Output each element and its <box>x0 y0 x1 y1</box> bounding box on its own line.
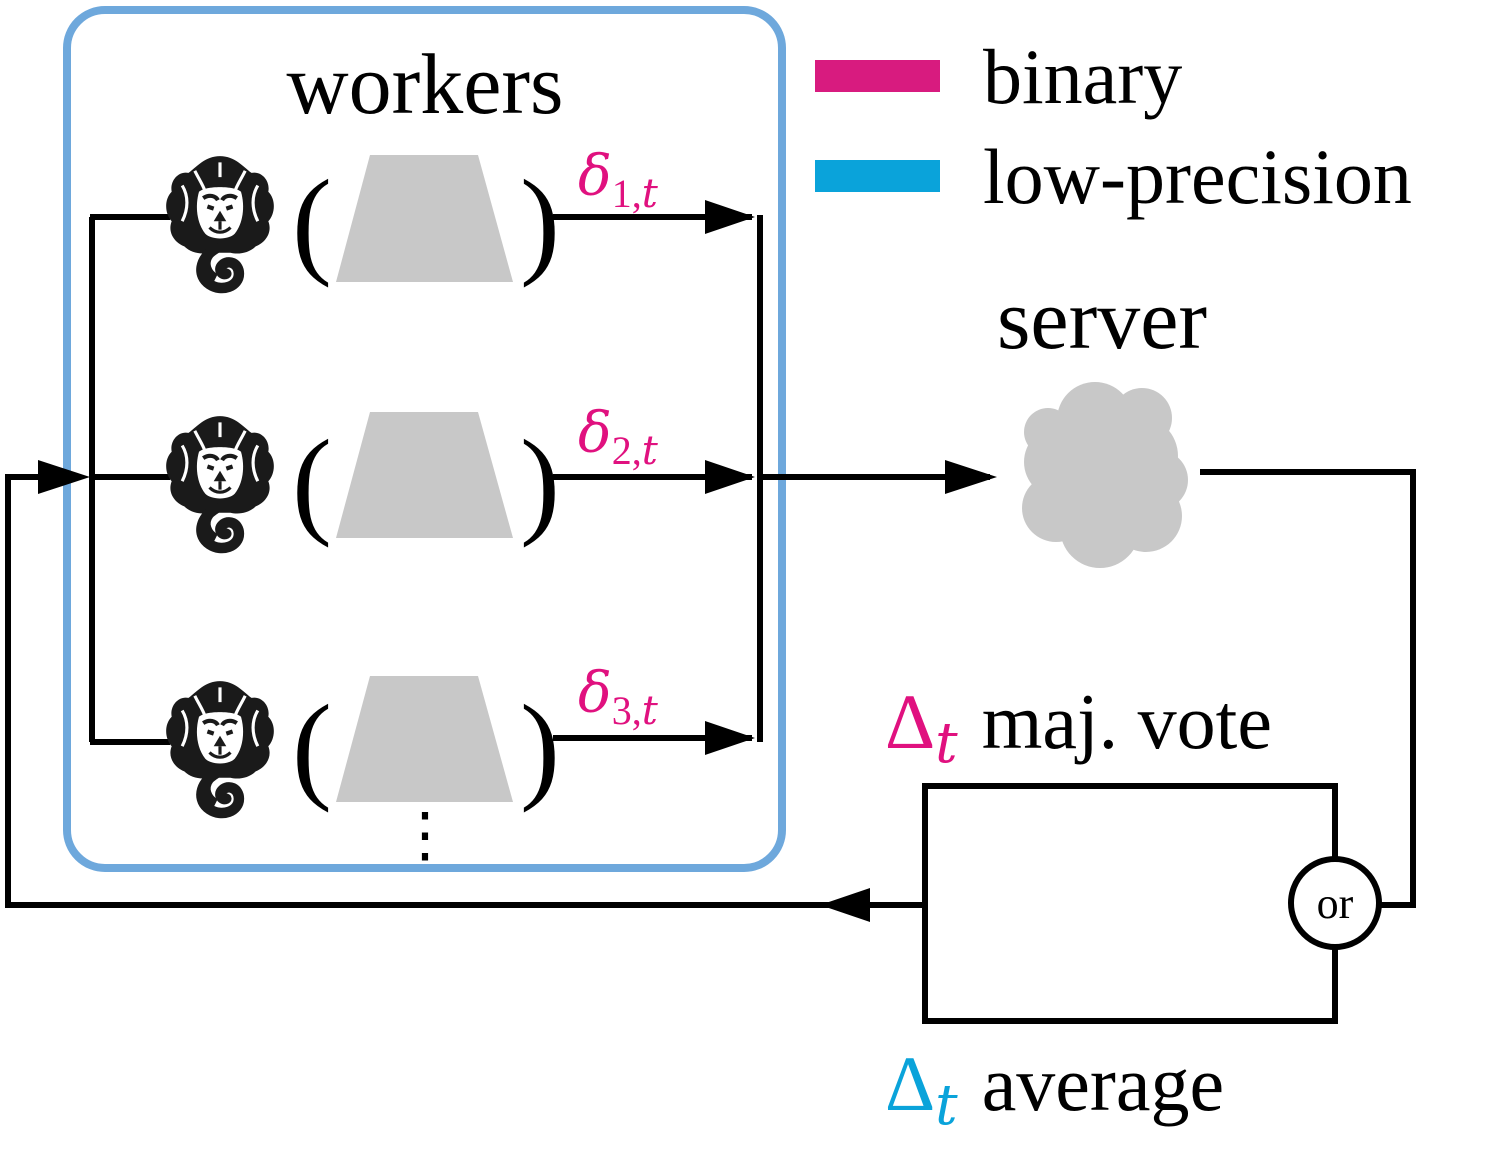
server-label: server <box>997 271 1207 367</box>
worker-2-arrowhead <box>705 460 755 494</box>
cloud-icon <box>1022 382 1188 568</box>
legend-swatch-binary <box>815 60 940 92</box>
lion-icon <box>166 681 274 813</box>
workers-box <box>63 6 786 872</box>
legend-swatch-low-precision <box>815 160 940 192</box>
worker-3-arrowhead <box>705 721 755 755</box>
worker-row-1: ( ) δ1,t <box>166 144 755 288</box>
close-paren: ) <box>520 155 560 288</box>
model-trapezoid <box>336 412 513 538</box>
server-output-line <box>1200 469 1416 908</box>
legend-label-binary: binary <box>983 33 1182 120</box>
worker-row-2: ( ) δ2,t <box>166 401 755 548</box>
lion-icon <box>166 416 274 548</box>
worker-1-arrowhead <box>705 200 755 234</box>
delta-2-label: δ2,t <box>578 401 659 474</box>
open-paren: ( <box>292 680 332 813</box>
legend-label-low-precision: low-precision <box>983 133 1412 220</box>
delta-1-label: δ1,t <box>578 144 659 217</box>
worker-row-3: ( ) δ3,t <box>166 661 755 813</box>
feedback-arrowhead-bottom <box>820 888 870 922</box>
workers-title: workers <box>286 36 563 132</box>
majority-vote-path <box>922 783 1338 905</box>
open-paren: ( <box>292 415 332 548</box>
more-workers-ellipsis: ⋮ <box>395 802 455 868</box>
or-switch-label: or <box>1317 879 1354 928</box>
feedback-arrowhead-left <box>38 460 90 494</box>
close-paren: ) <box>520 415 560 548</box>
open-paren: ( <box>292 155 332 288</box>
to-server-arrowhead <box>945 460 997 494</box>
model-trapezoid <box>336 676 513 802</box>
close-paren: ) <box>520 680 560 813</box>
model-trapezoid <box>336 155 513 282</box>
average-path <box>922 905 1338 1024</box>
lion-icon <box>166 156 274 288</box>
delta-3-label: δ3,t <box>578 661 659 734</box>
